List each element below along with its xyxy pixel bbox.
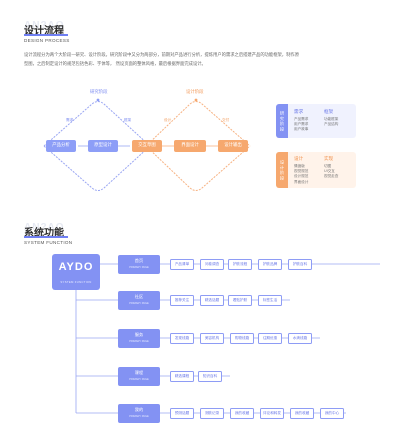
feature-box: 美容机构 [200,333,224,344]
page-mine: 我的 PRIMARY PAGE [118,404,160,423]
node-product-analysis: 产品分析 [46,140,76,152]
legend-heading: 框架 [324,110,334,115]
page-title: 我的 [134,407,144,412]
page-course: 课程 PRIMARY PAGE [118,367,160,386]
legend-item: 用户需求 [294,122,309,127]
node-interaction-draft: 交互草图 [132,140,162,152]
legend-design-col-1: 设计 情绪版 视觉规范 设计规范 界面设计 [294,156,308,185]
page-home: 首页 PRIMARY PAGE [118,255,160,274]
legend-design-col-2: 实现 切图 UI交互 视觉走查 [324,156,338,180]
app-logo: AYDO [58,261,94,273]
research-loop [43,101,151,191]
feature-box: 护肤流程 [228,259,252,270]
feature-box: 精选话题 [200,295,224,306]
process-diagram [43,98,251,191]
page-title: 社区 [134,294,144,299]
legend-research: 研究阶段 需求 产品需求 用户需求 用户故事 框架 功能框架 产品结构 [276,104,356,138]
legend-item: 功能框架 [324,117,339,121]
section-subtitle: DESIGN PROCESS [24,38,70,43]
design-loop [145,101,251,191]
section-watermark: AN?AO [24,222,65,233]
page-title: 首页 [134,258,144,263]
legend-research-col-1: 需求 产品需求 用户需求 用户故事 [294,109,308,133]
legend-item: 设计规范 [294,174,309,179]
page-subtitle: PRIMARY PAGE [129,378,149,381]
legend-item: 用户故事 [294,127,309,132]
feature-box: 预测话题 [170,408,194,419]
page-subtitle: PRIMARY PAGE [129,340,149,343]
node-prototype-design: 原型设计 [88,140,118,152]
feature-box: 我的收藏 [290,408,314,419]
feature-box: 护肤百科 [288,259,312,270]
feature-box: 往期优惠 [258,333,282,344]
phase-label-design: 设计阶段 [186,90,204,95]
page-subtitle: PRIMARY PAGE [129,415,149,418]
page-title: 课程 [134,370,144,375]
feature-box: 水滴线路 [288,333,312,344]
legend-design-tab: 设计阶段 [276,152,288,188]
legend-item: 切图 [324,164,332,168]
page-service: 服务 PRIMARY PAGE [118,329,160,348]
legend-research-tab: 研究阶段 [276,104,288,138]
flow-label-requirement: 需求 [66,118,74,122]
feature-box: 购物线路 [230,333,254,344]
title-underline [24,236,68,238]
feature-box: 看贴护肤 [228,295,252,306]
legend-item: 界面设计 [294,179,309,184]
flow-label-output: 交付 [222,118,230,122]
legend-item: 产品结构 [324,122,339,127]
legend-item: 情绪版 [294,164,305,168]
feature-box: 标签生活 [258,295,282,306]
page-subtitle: PRIMARY PAGE [129,302,149,305]
legend-item: 视觉规范 [294,169,309,174]
feature-box: 产品清单 [170,259,194,270]
section-title: 系统功能 [24,228,64,239]
feature-box: 推荐关注 [170,295,194,306]
feature-box: 发现线路 [170,333,194,344]
page-community: 社区 PRIMARY PAGE [118,291,160,310]
node-ui-design: 界面设计 [174,140,206,152]
legend-heading: 设计 [294,157,304,162]
feature-box: 护肤品牌 [258,259,282,270]
feature-box: 精选课程 [170,371,194,382]
page-title: 服务 [134,332,144,337]
feature-box: 我的中心 [320,408,344,419]
phase-dot [96,98,100,102]
feature-box: 问卷调查 [200,259,224,270]
section-subtitle: SYSTEM FUNCTION [24,240,73,245]
page-subtitle: PRIMARY PAGE [129,266,149,269]
app-logo-card: AYDO SYSTEM FUNCTION [52,254,100,290]
legend-item: 产品需求 [294,117,309,121]
feature-box: 测肤记录 [200,408,224,419]
phase-dot [194,98,198,102]
intro-paragraph-line-1: 设计流程分为两个大阶段—研究、设计阶段。研究阶段中又分为两部分，前期对产品进行分… [24,53,299,58]
legend-item: 视觉走查 [324,174,339,179]
flow-label-design: 设计 [164,118,172,122]
phase-label-research: 研究阶段 [90,90,108,95]
node-design-output: 设计输出 [218,140,248,152]
feature-box: 我的收藏 [230,408,254,419]
legend-research-col-2: 框架 功能框架 产品结构 [324,109,338,127]
feature-box: 评论和转发 [260,408,284,419]
legend-heading: 实现 [324,157,334,162]
legend-item: UI交互 [324,169,335,174]
legend-heading: 需求 [294,110,304,115]
section-title: 设计流程 [24,26,64,37]
flow-label-framework: 框架 [124,118,132,122]
feature-box: 知识百科 [198,371,222,382]
intro-paragraph-line-2: 型图，之后制定设计的规范包括色彩、字体等， 然设页面的整体风格，最后根据界面完成… [24,62,206,67]
section-watermark: AN?AO [24,20,65,31]
app-logo-subtitle: SYSTEM FUNCTION [60,280,92,284]
legend-design: 设计阶段 设计 情绪版 视觉规范 设计规范 界面设计 实现 切图 UI交互 视觉… [276,152,356,188]
title-underline [24,34,68,36]
